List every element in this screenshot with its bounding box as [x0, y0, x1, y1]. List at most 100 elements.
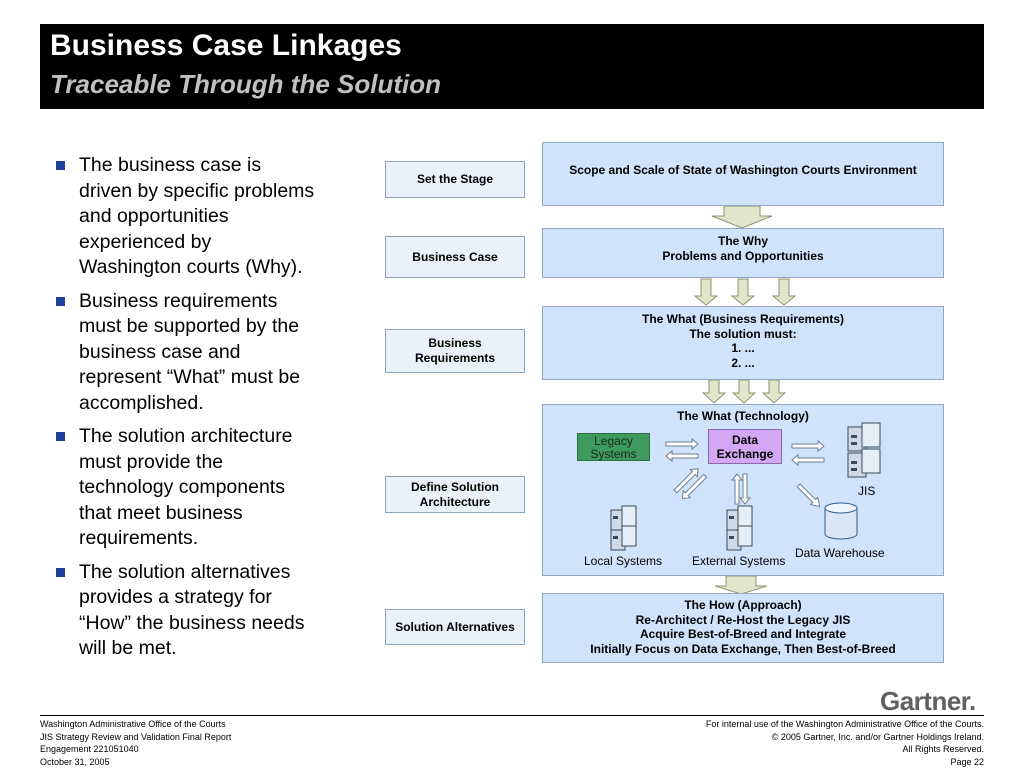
arrow-technology-to-how [714, 575, 768, 595]
bullet-line: The solution alternatives [79, 560, 291, 583]
slide-subtitle: Traceable Through the Solution [50, 69, 441, 99]
footer-right: For internal use of the Washington Admin… [706, 718, 984, 768]
panel-how-line: Initially Focus on Data Exchange, Then B… [590, 641, 896, 656]
bidirectional-arrow-icon [738, 473, 752, 505]
slide-title: Business Case Linkages [50, 29, 402, 62]
bullet-square-icon [56, 567, 65, 577]
panel-why-text: Problems and Opportunities [662, 248, 824, 263]
stage-label-line: Requirements [414, 351, 496, 365]
arrow-why-to-requirements [693, 278, 719, 306]
gartner-logo: Gartner. [880, 686, 976, 716]
bullet-square-icon [56, 161, 65, 170]
panel-technology-heading: The What (Technology) [677, 409, 809, 423]
jis-label: JIS [858, 484, 876, 498]
exchange-label-line: Exchange [716, 447, 774, 461]
bullet-item: The solution alternatives provides a str… [55, 560, 355, 662]
bullet-line: must provide the [79, 450, 224, 473]
stage-label-line: Business [428, 336, 482, 350]
exchange-label-line: Data [731, 433, 758, 447]
stage-set-the-stage: Set the Stage [385, 161, 525, 198]
arrow-to-warehouse-icon [796, 483, 821, 508]
data-warehouse-label: Data Warehouse [795, 546, 885, 560]
bullet-line: The solution architecture [79, 425, 293, 447]
panel-scope: Scope and Scale of State of Washington C… [542, 142, 944, 206]
bidirectional-arrow-icon [681, 473, 708, 500]
local-systems-label: Local Systems [584, 554, 663, 568]
bullet-line: experienced by [79, 230, 212, 253]
legacy-label-line: Legacy [594, 434, 633, 448]
panel-requirements-line: 2. ... [731, 355, 755, 370]
external-systems-server-icon [726, 505, 753, 551]
bullet-line: represent “What” must be [79, 366, 301, 388]
arrow-why-to-requirements [771, 278, 797, 306]
stage-solution-alternatives: Solution Alternatives [385, 609, 525, 645]
diagram-arrows [693, 205, 797, 595]
bullet-item: The solution architecture must provide t… [55, 424, 355, 552]
bullet-line: must be supported by the [79, 315, 300, 337]
bullet-line: The business case is [79, 154, 262, 176]
bullet-square-icon [56, 432, 65, 441]
data-warehouse-icon [824, 502, 858, 540]
panel-requirements-line: The solution must: [689, 326, 797, 341]
legacy-systems-box: Legacy Systems [577, 433, 650, 461]
stage-label-line: Architecture [419, 494, 491, 509]
data-exchange-box: Data Exchange [708, 429, 782, 464]
external-systems-label: External Systems [692, 554, 786, 568]
stage-label-line: Define Solution [411, 479, 499, 494]
panel-why-heading: The Why [718, 234, 768, 248]
title-bar: Business Case Linkages Traceable Through… [40, 24, 984, 109]
bidirectional-arrow-icon [791, 453, 825, 467]
footer-divider [40, 715, 984, 716]
arrow-requirements-to-technology [701, 379, 727, 404]
panel-what-requirements: The What (Business Requirements) The sol… [542, 306, 944, 380]
bidirectional-arrow-icon [673, 468, 699, 494]
footer-left: Washington Administrative Office of the … [40, 718, 231, 768]
bullet-item: The business case is driven by specific … [55, 153, 355, 281]
bullet-item: Business requirements must be supported … [55, 289, 355, 417]
stage-label: Business Case [412, 249, 498, 264]
bidirectional-arrow-icon [665, 437, 699, 451]
jis-server-icon [847, 422, 881, 478]
footer-left-line: October 31, 2005 [40, 756, 110, 767]
bullet-line: business case and [79, 340, 241, 363]
bullet-line: provides a strategy for [79, 586, 272, 608]
bullet-line: “How” the business needs [79, 611, 305, 634]
panel-requirements-line: 1. ... [731, 341, 755, 355]
footer-left-line: JIS Strategy Review and Validation Final… [40, 731, 232, 742]
bidirectional-arrow-icon [665, 449, 699, 463]
footer-left-line: Washington Administrative Office of the … [40, 719, 226, 729]
panel-how-line: Re-Architect / Re-Host the Legacy JIS [635, 612, 851, 627]
bullet-line: driven by specific problems [79, 179, 315, 202]
bidirectional-arrow-icon [791, 439, 825, 453]
technology-diagram [610, 422, 881, 551]
footer-right-line: For internal use of the Washington Admin… [705, 719, 984, 729]
panel-how: The How (Approach) Re-Architect / Re-Hos… [542, 593, 944, 663]
footer-right-line: © 2005 Gartner, Inc. and/or Gartner Hold… [771, 731, 984, 742]
panel-how-line: Acquire Best-of-Breed and Integrate [639, 627, 847, 641]
stage-business-case: Business Case [385, 236, 525, 278]
bullet-square-icon [56, 296, 65, 306]
arrow-scope-to-why [711, 205, 773, 229]
bullet-line: Washington courts (Why). [79, 256, 303, 278]
legacy-label-line: Systems [590, 447, 637, 461]
bullet-line: requirements. [79, 527, 199, 549]
footer-right-line: All Rights Reserved. [902, 744, 984, 754]
bullet-line: Business requirements [79, 289, 278, 312]
panel-requirements-heading: The What (Business Requirements) [641, 312, 845, 326]
stage-label: Solution Alternatives [395, 619, 515, 634]
bullet-line: will be met. [79, 637, 177, 659]
bullet-line: technology components [79, 476, 285, 498]
panel-how-heading: The How (Approach) [684, 598, 802, 612]
bullet-line: and opportunities [79, 205, 229, 227]
local-systems-server-icon [610, 505, 637, 551]
panel-scope-text: Scope and Scale of State of Washington C… [569, 163, 917, 177]
arrow-requirements-to-technology [731, 379, 757, 404]
page-number: Page 22 [950, 756, 984, 767]
bidirectional-arrow-icon [730, 473, 744, 505]
footer-left-line: Engagement 221051040 [40, 744, 139, 754]
arrow-requirements-to-technology [761, 379, 787, 404]
bullet-list: The business case is driven by specific … [55, 153, 355, 670]
bullet-line: accomplished. [79, 391, 204, 414]
